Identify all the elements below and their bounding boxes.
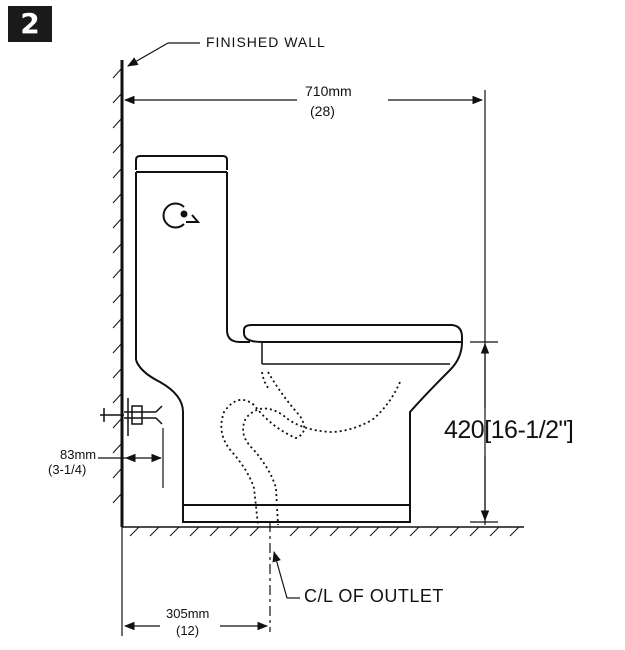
internal-trapway [220, 371, 401, 526]
supply-offset-in-label: (3-1/4) [48, 462, 87, 477]
finished-wall-leader [127, 42, 200, 67]
rough-in-mm-label: 305mm [166, 606, 210, 621]
seat-lid [243, 324, 463, 343]
base-plinth [182, 504, 411, 523]
supply-offset-dimension [98, 428, 164, 488]
wall-hatching [112, 67, 123, 504]
water-supply-valve-icon [100, 398, 163, 436]
tank-lid [135, 155, 228, 170]
single-flush-button-icon [162, 202, 201, 229]
bowl-front [409, 341, 463, 505]
floor-hatching [129, 526, 520, 537]
finished-wall-label: FINISHED WALL [206, 34, 326, 50]
figure-number-badge: 2 [8, 6, 52, 42]
overall-depth-dimension [123, 90, 486, 525]
seat-height-label: 420[16-1/2"] [444, 416, 574, 444]
supply-offset-mm-label: 83mm [60, 447, 97, 462]
toilet-body [135, 155, 463, 523]
trapway-back [135, 359, 184, 505]
outlet-centerline [269, 522, 300, 632]
overall-depth-in-label: (28) [310, 103, 335, 119]
finished-wall [112, 60, 124, 527]
overall-depth-mm-label: 710mm [305, 83, 352, 99]
figure-number: 2 [20, 7, 40, 40]
outlet-centerline-label: C/L OF OUTLET [304, 586, 444, 606]
rough-in-in-label: (12) [176, 623, 200, 638]
seat-height-dimension [470, 341, 498, 523]
rough-in-dimension [121, 527, 269, 636]
tank-front [226, 172, 250, 343]
floor [122, 526, 524, 537]
